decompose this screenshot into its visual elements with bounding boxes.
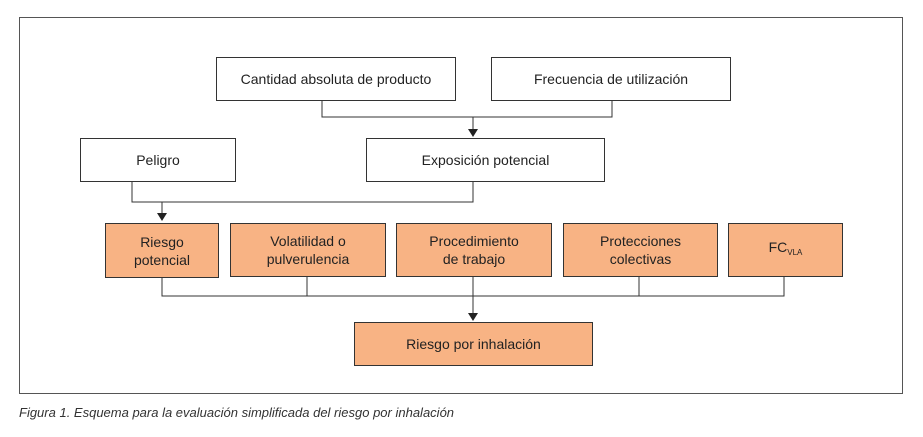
arrow-icon [157,213,167,221]
node-frecuencia: Frecuencia de utilización [491,57,731,101]
node-subscript: VLA [787,248,803,257]
node-label: potencial [133,251,191,268]
node-fc-vla: FCVLA [728,223,843,277]
arrow-icon [468,313,478,321]
node-label: FC [768,239,788,255]
connector-middle [131,181,474,203]
arrow-icon [468,129,478,137]
node-protecciones: Protecciones colectivas [563,223,718,277]
node-label: Procedimiento [429,233,519,249]
node-label: Volatilidad o [270,233,346,249]
node-label: Exposición potencial [421,152,550,168]
node-volatilidad: Volatilidad o pulverulencia [230,223,386,277]
node-label: Frecuencia de utilización [533,71,689,87]
node-label: colectivas [609,251,672,267]
connector-top [321,100,613,118]
node-label: Protecciones [600,233,681,249]
node-riesgo-inhalacion: Riesgo por inhalación [354,322,593,366]
node-label: Riesgo por inhalación [406,336,541,352]
node-exposicion: Exposición potencial [366,138,605,182]
node-cantidad: Cantidad absoluta de producto [216,57,456,101]
node-procedimiento: Procedimiento de trabajo [396,223,552,277]
node-label: Peligro [136,152,180,168]
figure-caption: Figura 1. Esquema para la evaluación sim… [19,405,455,420]
node-peligro: Peligro [80,138,236,182]
node-label: Cantidad absoluta de producto [240,71,432,87]
node-label: de trabajo [442,251,506,267]
node-label: Riesgo [140,233,184,250]
node-label: pulverulencia [266,251,350,267]
diagram-frame [19,17,903,394]
